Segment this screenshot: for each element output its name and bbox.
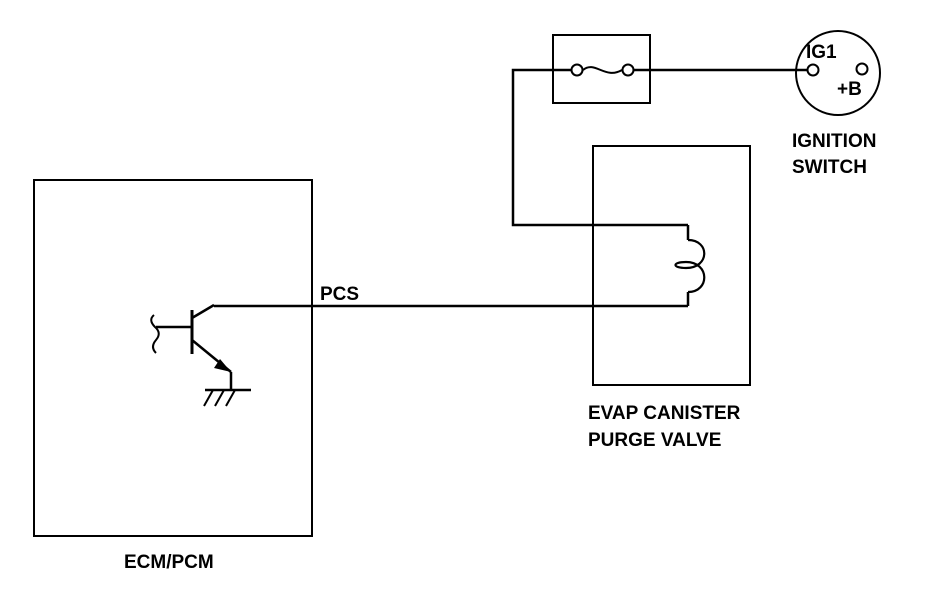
ignition-switch-icon bbox=[795, 30, 881, 116]
ignition-switch-label-line1: IGNITION bbox=[792, 131, 876, 152]
plus-b-label: +B bbox=[837, 79, 862, 100]
evap-valve-label-line1: EVAP CANISTER bbox=[588, 403, 741, 424]
evap-purge-valve-box bbox=[592, 145, 751, 386]
fuse-icon bbox=[570, 63, 635, 77]
ground-icon bbox=[203, 372, 251, 407]
transistor-icon bbox=[150, 303, 232, 373]
solenoid-coil-icon bbox=[674, 225, 706, 306]
ecm-pcm-box bbox=[33, 179, 313, 537]
ig1-label: IG1 bbox=[806, 42, 837, 63]
pcs-label: PCS bbox=[320, 284, 359, 305]
ecm-pcm-label: ECM/PCM bbox=[124, 552, 214, 573]
evap-valve-label-line2: PURGE VALVE bbox=[588, 430, 721, 451]
fuse-to-valve-wire bbox=[511, 68, 688, 227]
ignition-switch-label-line2: SWITCH bbox=[792, 157, 867, 178]
